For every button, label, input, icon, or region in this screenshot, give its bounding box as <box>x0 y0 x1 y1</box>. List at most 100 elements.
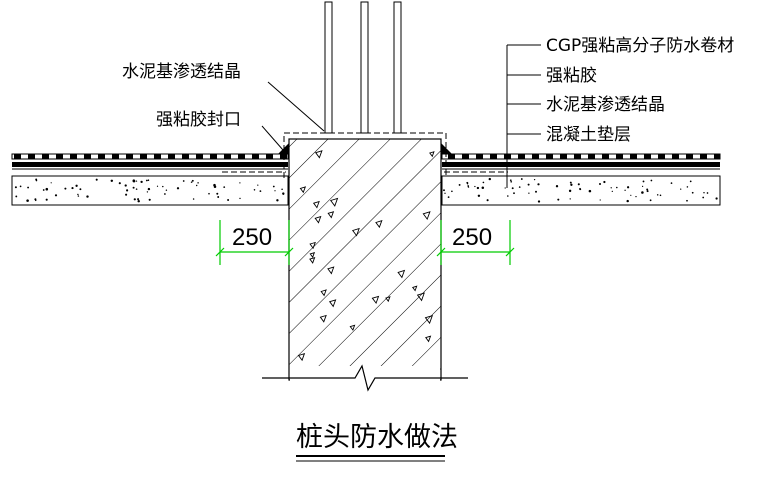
speckle <box>176 187 180 190</box>
pile-aggregate <box>297 150 435 362</box>
speckle <box>156 185 159 187</box>
speckle <box>274 190 276 192</box>
speckle <box>192 198 195 200</box>
speckle <box>71 187 74 190</box>
speckle <box>148 198 151 201</box>
speckle <box>642 180 645 183</box>
speckle <box>482 181 485 184</box>
speckle <box>227 199 230 201</box>
aggregate-mark <box>309 252 316 259</box>
speckle <box>626 199 629 203</box>
speckle <box>510 180 513 183</box>
speckle <box>535 190 537 193</box>
speckle <box>646 188 649 191</box>
aggregate-mark <box>314 150 323 159</box>
aggregate-mark <box>351 227 360 237</box>
speckle <box>14 186 17 189</box>
speckle <box>137 199 140 203</box>
rebars <box>324 1 402 134</box>
aggregate-mark <box>327 266 335 275</box>
speckle <box>626 186 630 189</box>
label-crystalline-left: 水泥基渗透结晶 <box>122 62 241 82</box>
speckle <box>132 179 136 182</box>
speckle <box>635 195 637 198</box>
speckle <box>77 195 80 197</box>
speckle <box>27 186 30 189</box>
speckle <box>603 180 606 184</box>
speckle <box>488 177 491 181</box>
speckle <box>577 183 580 186</box>
speckle <box>147 187 151 191</box>
speckle <box>110 179 114 183</box>
speckle <box>164 193 166 195</box>
speckle <box>444 192 446 194</box>
speckle <box>272 185 275 188</box>
speckle <box>641 191 644 194</box>
drawing-title: 桩头防水做法 <box>296 422 458 453</box>
label-crystalline-right: 水泥基渗透结晶 <box>546 95 665 115</box>
speckle <box>42 189 45 191</box>
aggregate-mark <box>371 295 380 305</box>
speckle <box>79 188 82 191</box>
speckle <box>95 178 98 181</box>
speckle <box>537 183 540 186</box>
aggregate-mark <box>411 285 418 292</box>
speckle <box>140 180 143 184</box>
speckle <box>259 190 262 193</box>
speckle <box>133 198 136 201</box>
speckle <box>527 183 530 186</box>
left-annotations: 水泥基渗透结晶 强粘胶封口 <box>122 62 241 130</box>
speckle <box>477 194 481 197</box>
speckle <box>476 186 480 190</box>
speckle <box>35 179 38 182</box>
speckle <box>86 195 89 198</box>
speckle <box>216 192 219 195</box>
speckle <box>467 186 470 188</box>
speckle <box>223 186 226 188</box>
speckle <box>208 192 210 195</box>
speckle <box>598 182 602 186</box>
speckle <box>276 199 279 202</box>
speckle <box>703 192 705 194</box>
speckle <box>569 181 572 184</box>
speckle <box>646 190 649 193</box>
speckle <box>34 199 37 202</box>
speckle <box>182 180 185 182</box>
aggregate-mark <box>320 289 327 297</box>
aggregate-mark <box>312 200 320 209</box>
speckle <box>239 182 241 184</box>
speckle <box>197 182 199 184</box>
speckle <box>447 196 450 199</box>
speckle <box>486 199 489 202</box>
speckle <box>135 188 138 190</box>
dimension-right-value: 250 <box>452 224 492 251</box>
concrete-cushion-layer <box>11 175 721 206</box>
speckle <box>118 182 121 185</box>
speckle <box>579 188 582 191</box>
speckle <box>64 187 67 190</box>
dimension-left <box>215 220 294 265</box>
speckle <box>533 178 536 181</box>
speckle <box>137 198 140 201</box>
speckle <box>570 183 573 186</box>
speckle <box>715 197 718 200</box>
aggregate-mark <box>425 335 432 343</box>
speckle <box>568 189 572 193</box>
speckle <box>145 179 148 182</box>
speckle <box>686 186 689 188</box>
aggregate-mark <box>424 315 434 325</box>
speckle <box>451 190 453 193</box>
speckle <box>45 198 48 201</box>
speckle <box>650 179 653 182</box>
aggregate-mark <box>385 296 391 303</box>
speckle <box>528 192 530 194</box>
membrane-layers <box>11 153 721 173</box>
speckle <box>615 186 618 189</box>
speckle <box>146 191 149 193</box>
speckle <box>257 184 259 186</box>
speckle <box>19 185 22 188</box>
speckle <box>641 185 644 188</box>
speckle <box>162 185 164 188</box>
